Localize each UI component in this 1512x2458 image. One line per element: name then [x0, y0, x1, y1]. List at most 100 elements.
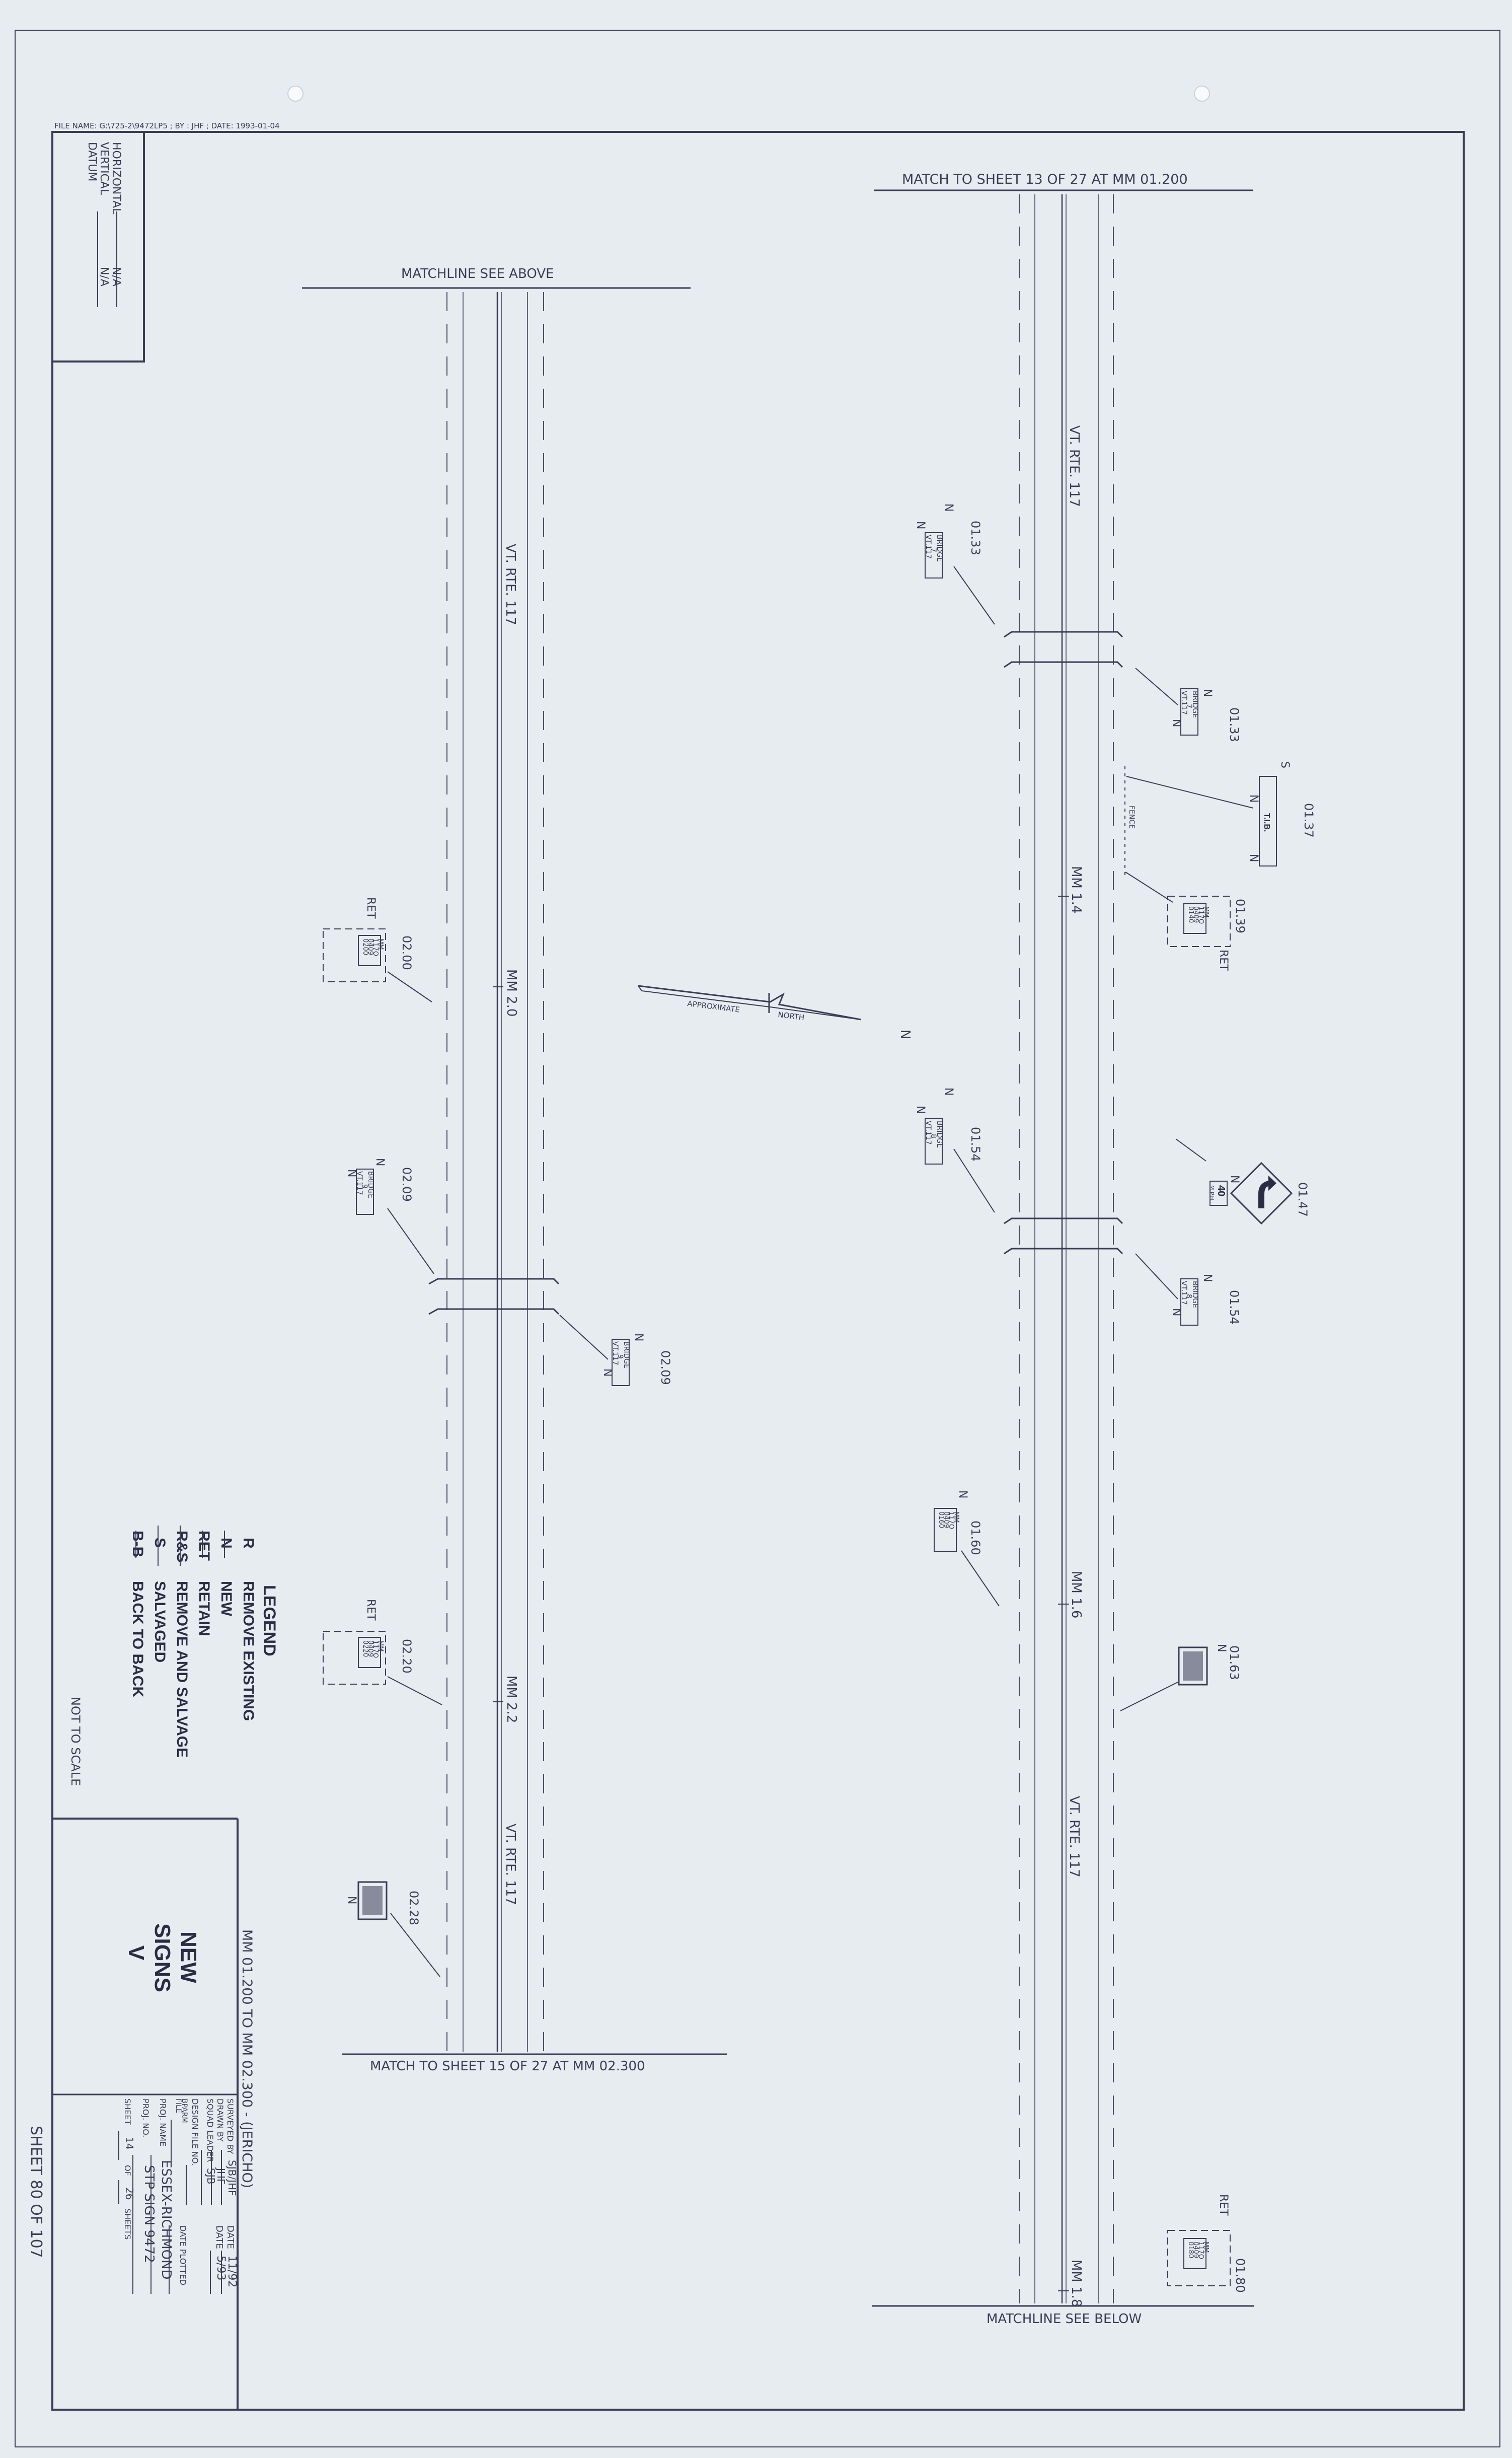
svg-text:9: 9	[360, 1184, 368, 1189]
svg-text:VT.117: VT.117	[924, 535, 932, 559]
right-road: MATCH TO SHEET 13 OF 27 AT MM 01.200 MAT…	[872, 172, 1254, 2327]
bridge-7-top	[1004, 631, 1123, 638]
sign-02-20-mm: 02.20 RET MM 117O 0409 0220	[323, 1599, 442, 1705]
north-approx-label: APPROXIMATE	[687, 999, 740, 1015]
sign-02-09-sb: 02.09 N BRIDGE 9 VT.117 N	[559, 1315, 672, 1386]
left-road: MATCHLINE SEE ABOVE MATCH TO SHEET 15 OF…	[302, 266, 727, 2074]
svg-text:N: N	[1215, 1644, 1228, 1652]
datum-vertical-value: N/A	[98, 267, 110, 286]
svg-text:S: S	[1278, 761, 1291, 768]
svg-text:N: N	[1247, 854, 1260, 862]
svg-text:0409: 0409	[366, 1640, 374, 1657]
svg-text:N: N	[373, 1158, 386, 1166]
svg-text:02.09: 02.09	[400, 1167, 414, 1202]
svg-text:0409: 0409	[366, 938, 374, 955]
svg-text:BRIDGE: BRIDGE	[622, 1341, 630, 1368]
svg-text:N: N	[1247, 794, 1260, 803]
datum-box: DATUM VERTICAL HORIZONTAL N/A N/A	[51, 131, 145, 363]
svg-text:BRIDGE: BRIDGE	[1191, 1281, 1199, 1308]
svg-text:N: N	[956, 1490, 969, 1498]
svg-text:40: 40	[1216, 1185, 1227, 1196]
svg-text:SHEET: SHEET	[123, 2099, 132, 2125]
svg-text:01.54: 01.54	[1227, 1290, 1241, 1325]
svg-text:RET: RET	[1217, 950, 1230, 971]
title-range: MM 01.200 TO MM 02.300 - (JERICHO)	[239, 1929, 255, 2188]
inner-border	[51, 131, 1465, 2411]
sign-01-33-sb: 01.33 N BRIDGE 7 VT.117 N	[1135, 668, 1241, 742]
svg-text:0409: 0409	[1192, 906, 1199, 923]
svg-text:0180: 0180	[1187, 2242, 1194, 2258]
sign-01-39-mm: 01.39 RET MM 117O 0409 0140	[1125, 872, 1247, 971]
svg-text:VT.117: VT.117	[1180, 691, 1188, 715]
svg-text:VT.117: VT.117	[924, 1121, 932, 1145]
svg-text:14: 14	[123, 2137, 135, 2149]
svg-text:N: N	[942, 503, 955, 512]
north-n: N	[897, 1030, 913, 1039]
svg-text:VT.117: VT.117	[1180, 1281, 1188, 1305]
svg-text:SURVEYED BY: SURVEYED BY	[225, 2099, 235, 2154]
svg-text:01.39: 01.39	[1233, 899, 1247, 933]
bridge-9-top	[428, 1278, 560, 1285]
title-new: NEW	[176, 1931, 201, 1983]
svg-text:RET: RET	[364, 897, 377, 919]
curve-arrow-icon	[1258, 1176, 1276, 1208]
svg-text:STP SIGN 9472: STP SIGN 9472	[141, 2165, 157, 2263]
title-block: NEW SIGNS V MM 01.200 TO MM 02.300 - (JE…	[52, 1818, 255, 2410]
svg-text:01.60: 01.60	[968, 1521, 982, 1555]
title-volume: V	[124, 1945, 148, 1961]
route-label-right-lower: VT. RTE. 117	[1067, 1796, 1082, 1877]
svg-text:0220: 0220	[361, 1640, 369, 1657]
bridge-8-bottom	[1004, 1248, 1123, 1255]
svg-text:MM: MM	[1202, 2242, 1209, 2253]
svg-text:RET: RET	[364, 1599, 377, 1621]
svg-text:8: 8	[929, 1134, 937, 1138]
svg-text:DRAWN BY: DRAWN BY	[215, 2099, 225, 2142]
sign-01-37-tib: 01.37 S T.I.B. N N	[1126, 761, 1316, 866]
bridge-9-bottom	[428, 1308, 560, 1315]
mm-1-8: MM 1.8	[1069, 2260, 1084, 2307]
svg-text:SALVAGED: SALVAGED	[152, 1581, 168, 1662]
svg-text:N: N	[345, 1169, 358, 1177]
svg-text:SJB/JHF: SJB/JHF	[226, 2160, 238, 2196]
svg-text:01.33: 01.33	[1227, 707, 1241, 742]
svg-text:117O: 117O	[947, 1511, 955, 1529]
svg-text:MM: MM	[1202, 906, 1209, 917]
svg-text:OF: OF	[123, 2165, 132, 2176]
overall-sheet-number: SHEET 80 OF 107	[27, 2126, 45, 2258]
svg-text:N: N	[1170, 1308, 1182, 1316]
matchline-top-right: MATCH TO SHEET 13 OF 27 AT MM 01.200	[902, 172, 1188, 187]
svg-text:MM: MM	[952, 1511, 960, 1523]
svg-text:26: 26	[123, 2187, 135, 2200]
matchline-bottom-left: MATCH TO SHEET 15 OF 27 AT MM 02.300	[370, 2059, 645, 2074]
svg-text:11/92: 11/92	[225, 2256, 238, 2287]
route-label-left-lower: VT. RTE. 117	[503, 1824, 518, 1905]
sign-02-28: 02.28 N	[345, 1881, 440, 1977]
svg-text:N: N	[914, 521, 927, 529]
svg-text:DATE PLOTTED: DATE PLOTTED	[178, 2225, 188, 2285]
svg-text:DATE: DATE	[225, 2225, 236, 2249]
svg-text:117O: 117O	[371, 938, 379, 956]
svg-text:RET: RET	[196, 1531, 212, 1561]
title-signs: SIGNS	[150, 1923, 175, 1992]
svg-text:RETAIN: RETAIN	[196, 1581, 212, 1636]
svg-text:117O: 117O	[1197, 906, 1204, 924]
svg-text:R: R	[240, 1538, 257, 1549]
svg-text:01.33: 01.33	[968, 521, 982, 555]
svg-text:0160: 0160	[937, 1511, 945, 1528]
sign-02-00-mm: 02.00 RET MM 117O 0409 0200	[323, 897, 432, 1002]
svg-text:N: N	[914, 1106, 927, 1114]
svg-text:02.28: 02.28	[407, 1891, 421, 1925]
bridge-7-bottom	[1004, 661, 1123, 668]
svg-text:BRIDGE: BRIDGE	[366, 1171, 374, 1198]
svg-text:N: N	[218, 1538, 235, 1549]
svg-text:117O: 117O	[371, 1640, 379, 1658]
svg-text:7: 7	[1185, 704, 1193, 708]
outer-border	[15, 30, 1500, 2447]
sign-01-60-mm: 01.60 N MM 117O 0409 0160	[934, 1490, 1000, 1607]
svg-text:N: N	[601, 1368, 614, 1377]
sign-01-80-mm: 01.80 RET MM 117O 0409 0180	[1167, 2194, 1247, 2293]
svg-text:S: S	[152, 1538, 168, 1548]
svg-text:9: 9	[616, 1354, 624, 1359]
svg-text:DESIGN FILE NO.: DESIGN FILE NO.	[190, 2099, 200, 2166]
svg-text:MM: MM	[376, 1640, 384, 1651]
